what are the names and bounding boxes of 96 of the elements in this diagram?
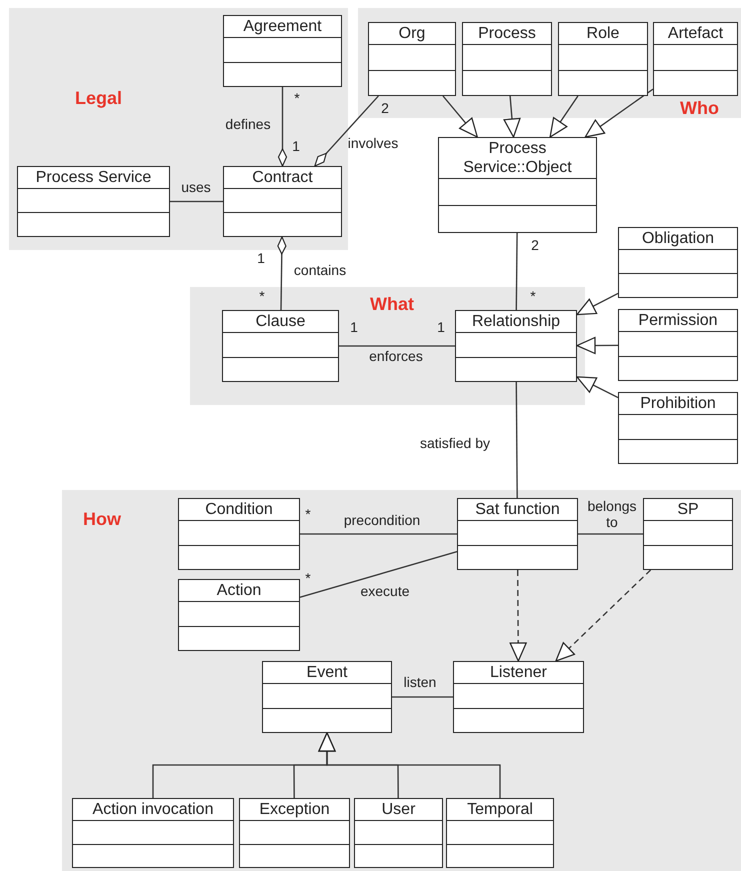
class-box — [457, 498, 578, 570]
class-box — [446, 798, 554, 868]
class-name: Clause — [223, 311, 338, 333]
package-band — [358, 8, 741, 118]
inheritance-arrow — [576, 376, 618, 398]
multiplicity-label: * — [259, 288, 265, 304]
package-label: How — [83, 509, 121, 530]
edge-label: uses — [181, 179, 211, 195]
class-name: Obligation — [619, 228, 737, 250]
inheritance-arrow — [550, 96, 578, 138]
class-name: Contract — [224, 167, 341, 189]
class-box — [653, 22, 738, 96]
class-box — [354, 798, 443, 868]
class-name: Relationship — [456, 311, 576, 333]
edge-label: defines — [225, 116, 271, 132]
class-box — [618, 309, 738, 381]
class-box — [223, 166, 342, 237]
edge-label: enforces — [369, 348, 423, 364]
class-box — [178, 579, 300, 651]
package-label: Legal — [75, 88, 122, 109]
class-box — [453, 661, 584, 733]
class-box — [462, 22, 552, 96]
class-box — [455, 310, 577, 382]
edge-label: precondition — [344, 512, 420, 528]
class-box — [618, 392, 738, 464]
class-name: Process — [463, 23, 551, 45]
association-line — [578, 533, 643, 535]
association-line — [300, 550, 458, 598]
class-box — [368, 22, 456, 96]
class-name: Prohibition — [619, 393, 737, 415]
association-line — [339, 345, 455, 347]
class-name: Sat function — [458, 499, 577, 521]
inheritance-arrow — [318, 732, 501, 798]
class-name: Temporal — [447, 799, 553, 821]
class-name: SP — [644, 499, 732, 521]
edge-label: execute — [360, 583, 410, 599]
association-line — [300, 533, 457, 535]
package-label: Who — [680, 98, 719, 119]
class-box — [72, 798, 234, 868]
class-box — [643, 498, 733, 570]
inheritance-arrow — [442, 96, 478, 138]
package-label: What — [370, 294, 414, 315]
class-name: Event — [263, 662, 391, 684]
multiplicity-label: * — [305, 570, 311, 586]
association-line — [392, 696, 453, 698]
class-name: Process Service::Object — [439, 138, 596, 179]
aggregation-line — [314, 96, 379, 167]
class-name: Permission — [619, 310, 737, 332]
class-name: Agreement — [224, 16, 341, 38]
class-name: Org — [369, 23, 455, 45]
multiplicity-label: 1 — [292, 138, 300, 154]
association-line — [516, 382, 518, 498]
multiplicity-label: 2 — [381, 100, 389, 116]
package-band — [62, 490, 741, 871]
edge-label: satisfied by — [420, 435, 490, 451]
class-name: Artefact — [654, 23, 737, 45]
multiplicity-label: 1 — [257, 250, 265, 266]
inheritance-arrow — [503, 96, 521, 138]
class-name: Action invocation — [73, 799, 233, 821]
edge-label: belongs to — [586, 498, 638, 530]
association-line — [516, 233, 518, 310]
class-box — [558, 22, 648, 96]
package-band — [190, 287, 585, 405]
package-band — [9, 8, 348, 250]
multiplicity-label: * — [530, 288, 536, 304]
class-box — [239, 798, 350, 868]
class-box — [262, 661, 392, 733]
multiplicity-label: * — [305, 506, 311, 522]
dependency-arrow — [555, 570, 652, 662]
inheritance-arrow — [576, 336, 618, 354]
multiplicity-label: 2 — [531, 237, 539, 253]
edge-label: involves — [348, 135, 398, 151]
multiplicity-label: * — [294, 90, 300, 106]
multiplicity-label: 1 — [437, 319, 445, 335]
dependency-arrow — [510, 570, 527, 662]
aggregation-line — [277, 236, 286, 310]
class-box — [178, 498, 300, 570]
association-line — [170, 200, 223, 202]
class-name: Listener — [454, 662, 583, 684]
class-box — [17, 166, 170, 237]
class-name: Condition — [179, 499, 299, 521]
multiplicity-label: 1 — [350, 319, 358, 335]
edge-label: contains — [294, 262, 346, 278]
inheritance-arrow — [576, 292, 618, 316]
class-name: Process Service — [18, 167, 169, 189]
class-name: Role — [559, 23, 647, 45]
class-box — [618, 227, 738, 298]
class-name: Exception — [240, 799, 349, 821]
edge-label: listen — [404, 674, 436, 690]
aggregation-line — [278, 87, 288, 167]
class-box — [438, 137, 597, 233]
inheritance-arrow — [584, 88, 654, 138]
class-box — [222, 310, 339, 382]
class-name: User — [355, 799, 442, 821]
class-box — [223, 15, 342, 87]
class-name: Action — [179, 580, 299, 602]
